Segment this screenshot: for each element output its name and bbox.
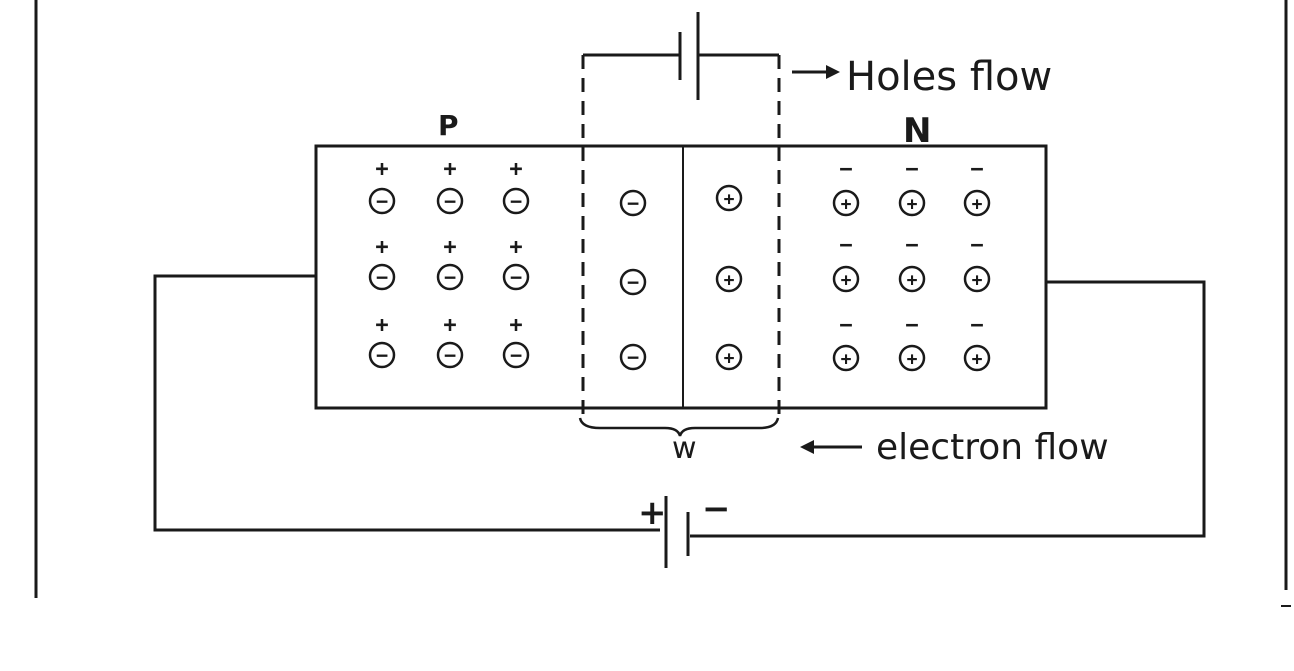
- svg-text:+: +: [972, 194, 983, 215]
- svg-text:−: −: [970, 233, 983, 258]
- svg-text:+: +: [841, 349, 852, 370]
- depletion-width-label: w: [672, 431, 697, 466]
- svg-text:−: −: [905, 233, 918, 258]
- svg-text:+: +: [724, 270, 735, 291]
- svg-text:+: +: [841, 270, 852, 291]
- acceptor-ion: −: [619, 268, 647, 296]
- hole-acceptor-pair: + −: [368, 235, 396, 291]
- svg-text:+: +: [907, 270, 918, 291]
- svg-text:+: +: [907, 194, 918, 215]
- svg-text:−: −: [510, 189, 522, 213]
- acceptor-ion: −: [619, 189, 647, 217]
- svg-text:+: +: [375, 157, 388, 182]
- hole-acceptor-pair: + −: [502, 235, 530, 291]
- donor-ion: +: [715, 184, 743, 212]
- n-region-label: N: [903, 111, 931, 151]
- svg-text:−: −: [376, 343, 388, 367]
- svg-text:−: −: [376, 189, 388, 213]
- battery-plus-terminal-label: +: [638, 493, 667, 533]
- electron-donor-pair: − +: [832, 313, 860, 372]
- svg-text:−: −: [839, 313, 852, 338]
- svg-text:+: +: [443, 157, 456, 182]
- svg-text:−: −: [970, 157, 983, 182]
- svg-text:+: +: [509, 235, 522, 260]
- external-wire-right: [690, 280, 1206, 538]
- hole-acceptor-pair: + −: [436, 157, 464, 215]
- svg-text:−: −: [627, 191, 639, 215]
- electron-donor-pair: − +: [898, 313, 926, 372]
- bias-battery: [664, 496, 690, 568]
- electron-donor-pair: − +: [963, 233, 991, 293]
- svg-text:−: −: [905, 313, 918, 338]
- svg-text:+: +: [443, 313, 456, 338]
- barrier-potential-battery: [583, 12, 779, 100]
- p-region-label: P: [438, 109, 459, 142]
- hole-acceptor-pair: + −: [436, 235, 464, 291]
- svg-text:−: −: [627, 345, 639, 369]
- svg-text:−: −: [510, 265, 522, 289]
- battery-minus-terminal-label: −: [702, 489, 731, 529]
- electron-donor-pair: − +: [832, 157, 860, 217]
- electron-donor-pair: − +: [832, 233, 860, 293]
- svg-text:+: +: [509, 157, 522, 182]
- acceptor-ion: −: [619, 343, 647, 371]
- p-region-carriers: + − + − + − + − + − + −: [368, 157, 530, 369]
- electron-donor-pair: − +: [963, 313, 991, 372]
- junction-block: [314, 144, 1048, 410]
- hole-acceptor-pair: + −: [502, 313, 530, 369]
- external-wire-left: [153, 274, 660, 532]
- svg-text:−: −: [510, 343, 522, 367]
- electron-donor-pair: − +: [898, 233, 926, 293]
- svg-text:−: −: [839, 157, 852, 182]
- electron-flow-label: electron flow: [876, 427, 1109, 468]
- electron-donor-pair: − +: [898, 157, 926, 217]
- svg-text:−: −: [376, 265, 388, 289]
- svg-text:−: −: [970, 313, 983, 338]
- svg-text:−: −: [839, 233, 852, 258]
- holes-flow-arrow-icon: [792, 65, 840, 79]
- hole-acceptor-pair: + −: [436, 313, 464, 369]
- depletion-acceptor-ions: − − −: [619, 189, 647, 371]
- svg-text:+: +: [724, 189, 735, 210]
- svg-text:+: +: [841, 194, 852, 215]
- svg-text:+: +: [972, 270, 983, 291]
- holes-flow-label: Holes flow: [846, 54, 1052, 100]
- svg-text:−: −: [444, 265, 456, 289]
- donor-ion: +: [715, 265, 743, 293]
- svg-text:+: +: [375, 235, 388, 260]
- svg-text:−: −: [627, 270, 639, 294]
- electron-flow-arrow-icon: [800, 440, 862, 454]
- hole-acceptor-pair: + −: [368, 157, 396, 215]
- svg-text:+: +: [972, 349, 983, 370]
- n-region-carriers: − + − + − + − + − + − +: [832, 157, 991, 372]
- svg-text:−: −: [444, 189, 456, 213]
- svg-text:+: +: [907, 349, 918, 370]
- electron-donor-pair: − +: [963, 157, 991, 217]
- svg-text:+: +: [724, 348, 735, 369]
- hole-acceptor-pair: + −: [502, 157, 530, 215]
- hole-acceptor-pair: + −: [368, 313, 396, 369]
- svg-text:+: +: [509, 313, 522, 338]
- svg-text:−: −: [905, 157, 918, 182]
- svg-text:−: −: [444, 343, 456, 367]
- depletion-width-brace: [578, 417, 780, 437]
- svg-text:+: +: [375, 313, 388, 338]
- donor-ion: +: [715, 343, 743, 371]
- depletion-donor-ions: + + +: [715, 184, 743, 371]
- svg-text:+: +: [443, 235, 456, 260]
